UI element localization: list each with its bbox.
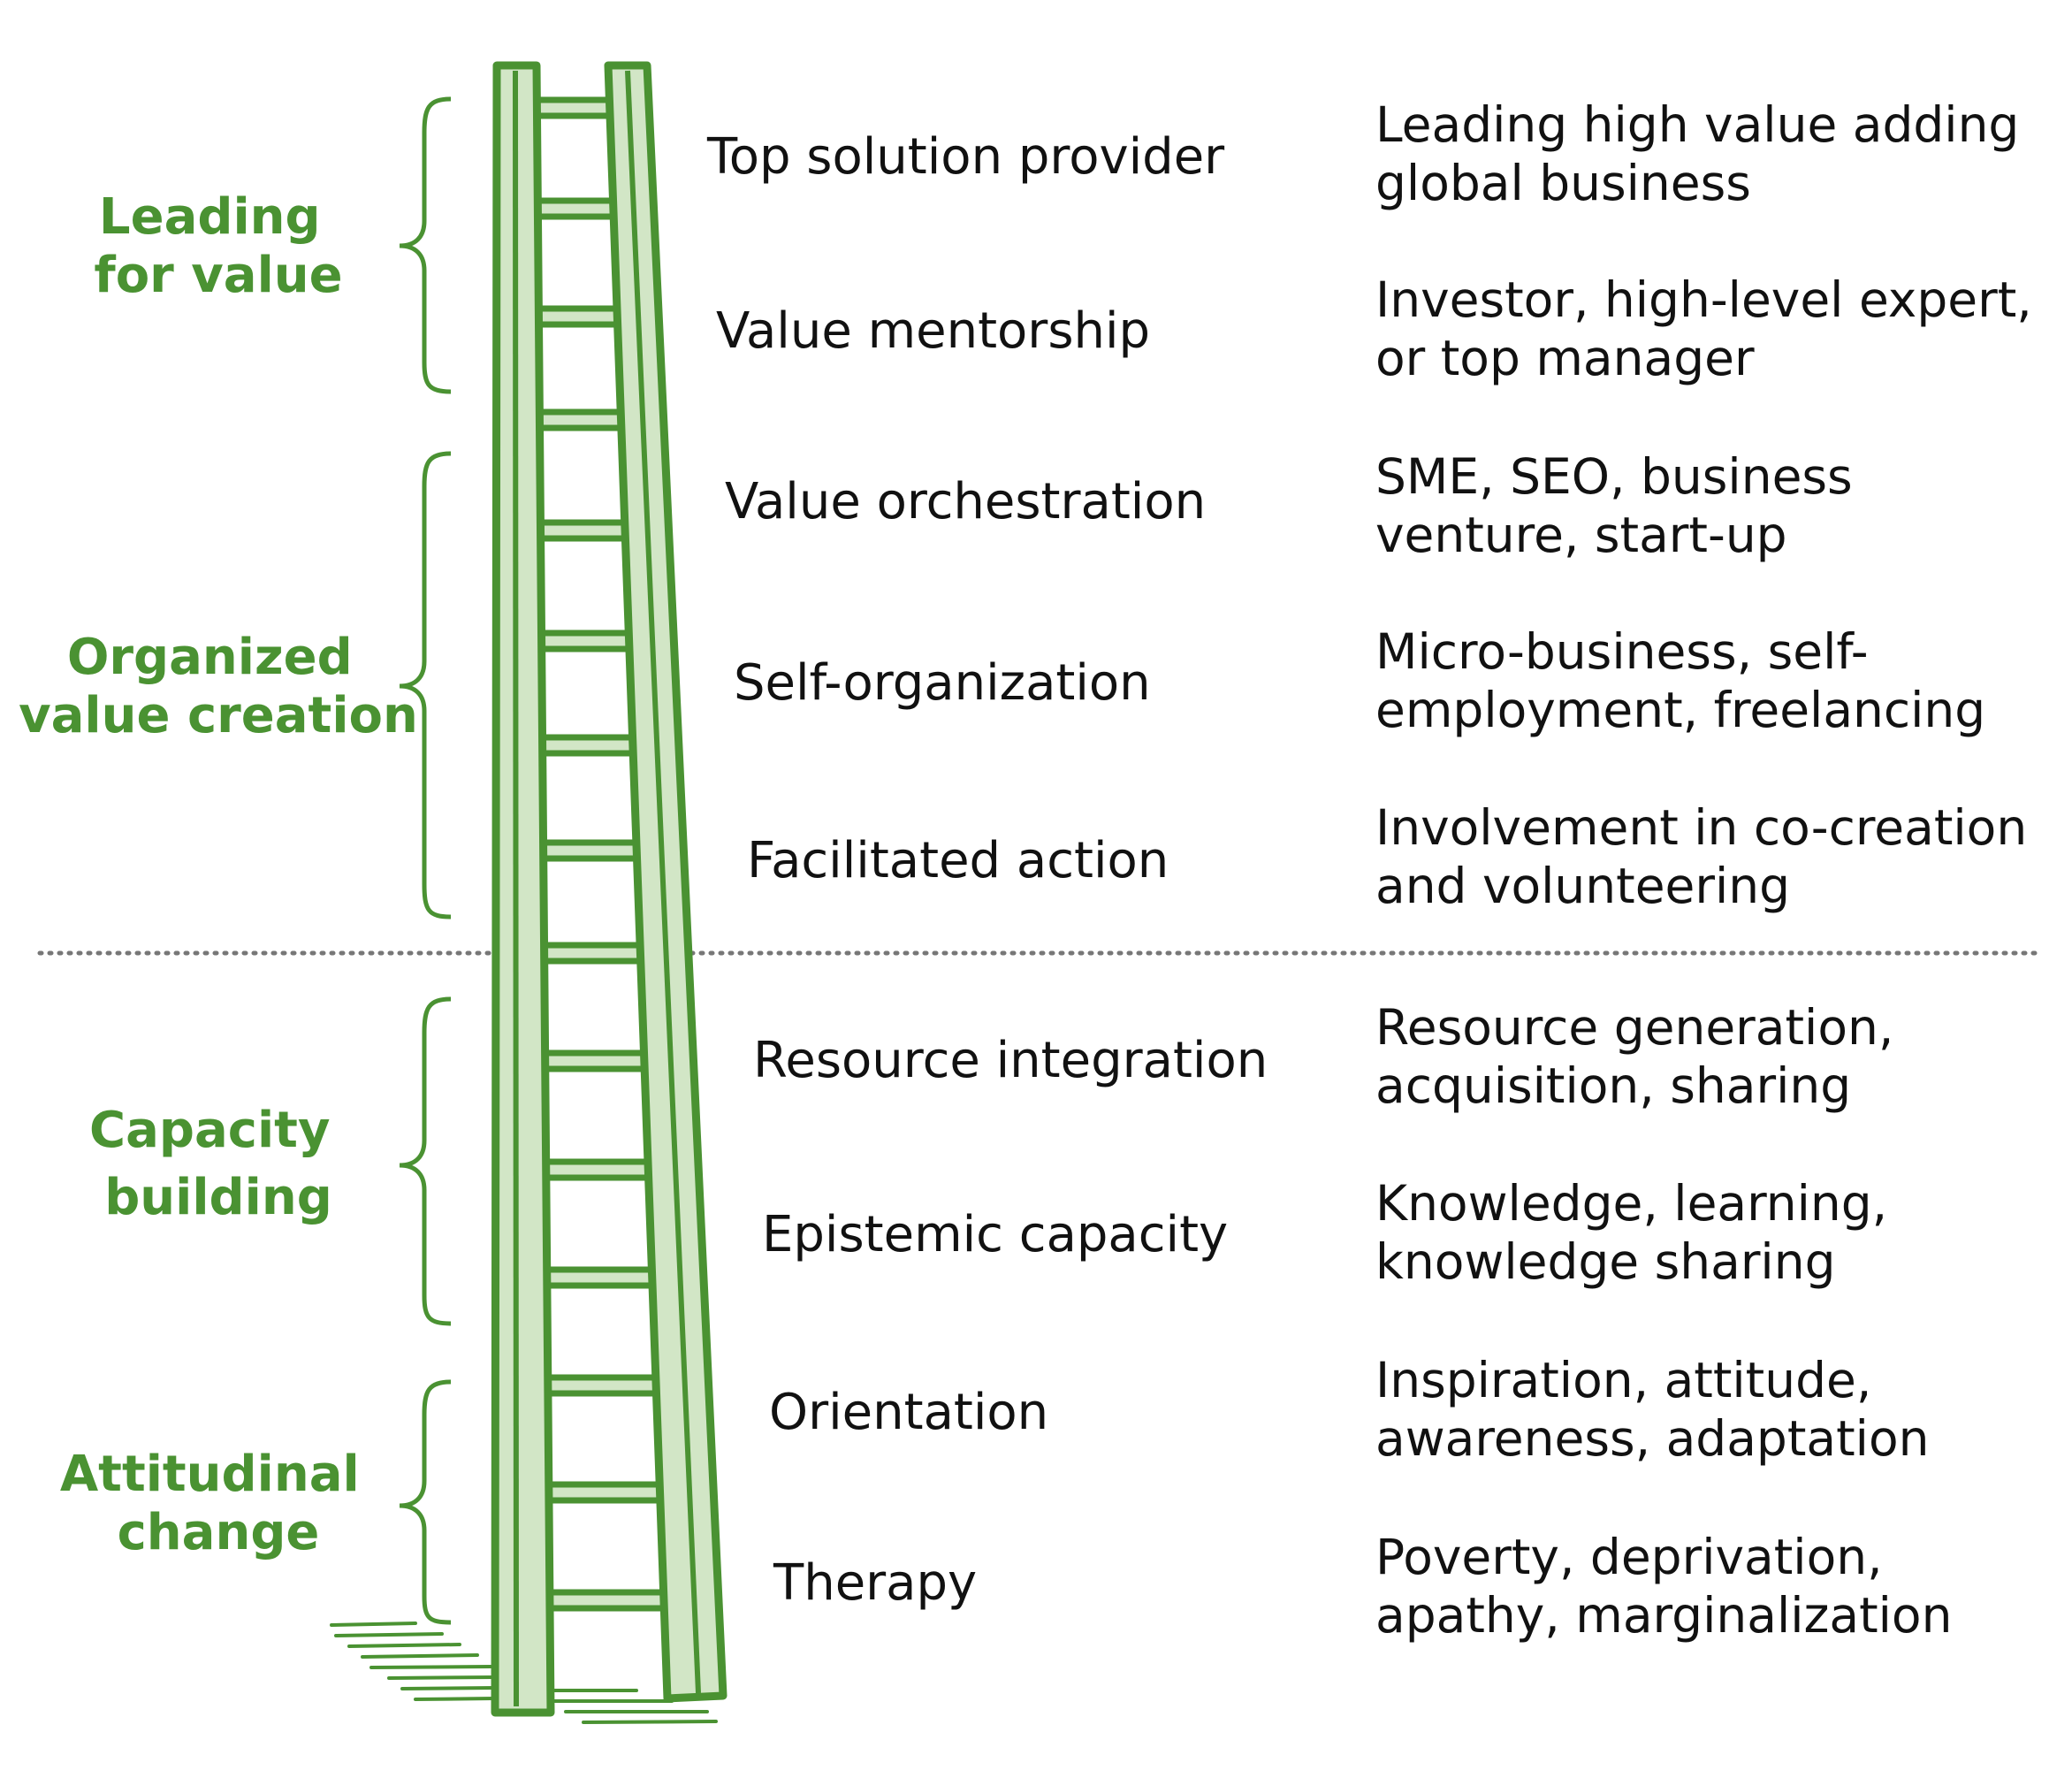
- svg-text:Knowledge, learning, knowl: Knowledge, learning, knowledge sharing: [1375, 1175, 1903, 1290]
- ladder-left-rail-edge: [513, 70, 519, 1707]
- brace-attitudinal-change: [399, 1379, 452, 1625]
- svg-text:Involvement in co-creation: Involvement in co-creation and volunteer…: [1375, 799, 2043, 914]
- svg-text:Leading high value adding: Leading high value adding global busines…: [1375, 96, 2035, 211]
- description-therapy-line-1: Poverty, deprivation,: [1375, 1529, 1883, 1585]
- description-facilitated-action-line-2: and volunteering: [1375, 858, 1790, 914]
- svg-text:Resource generation, acqui: Resource generation, acquisition, sharin…: [1375, 999, 1909, 1114]
- svg-text:Organized value creation: Organized value creation: [19, 629, 418, 744]
- description-epistemic-capacity-line-2: knowledge sharing: [1375, 1233, 1836, 1290]
- svg-text:Inspiration, attitude, awa: Inspiration, attitude, awareness, adapta…: [1375, 1352, 1929, 1467]
- description-value-orchestration-line-2: venture, start-up: [1375, 507, 1787, 563]
- svg-text:Micro-business, self- empl: Micro-business, self- employment, freela…: [1375, 623, 1985, 738]
- description-resource-integration-line-1: Resource generation,: [1375, 999, 1893, 1056]
- group-label-organized-line-2: value creation: [19, 687, 418, 744]
- step-label-orientation: Orientation: [769, 1384, 1048, 1441]
- step-label-top-solution-provider: Top solution provider: [706, 128, 1225, 186]
- brace-leading-for-value: [399, 96, 452, 394]
- description-value-mentorship-line-2: or top manager: [1375, 330, 1755, 386]
- step-label-epistemic-capacity: Epistemic capacity: [762, 1206, 1228, 1263]
- step-label-facilitated-action: Facilitated action: [747, 832, 1169, 889]
- group-label-leading-line-1: Leading: [99, 188, 321, 246]
- group-label-organized-line-1: Organized: [67, 629, 353, 686]
- ladder-left-rail: [491, 61, 555, 1717]
- brace-capacity-building: [399, 996, 452, 1326]
- description-orientation-line-2: awareness, adaptation: [1375, 1410, 1929, 1467]
- description-epistemic-capacity-line-1: Knowledge, learning,: [1375, 1175, 1887, 1232]
- group-label-capacity-line-1: Capacity: [89, 1102, 330, 1159]
- svg-text:Attitudinal change: Attitudinal change: [60, 1446, 377, 1561]
- group-label-leading-line-2: for value: [94, 247, 342, 304]
- ladder-right-rail-edge: [625, 70, 701, 1694]
- brace-organized-value-creation: [399, 451, 452, 920]
- svg-text:Investor, high-level expert,: Investor, high-level expert, or top mana…: [1375, 271, 2047, 386]
- svg-text:Capacity building: Capacity building: [89, 1102, 347, 1226]
- group-label-capacity-line-2: building: [104, 1169, 332, 1226]
- description-value-orchestration-line-1: SME, SEO, business: [1375, 448, 1853, 505]
- description-orientation-line-1: Inspiration, attitude,: [1375, 1352, 1871, 1408]
- step-label-self-organization: Self-organization: [734, 654, 1151, 712]
- description-value-mentorship-line-1: Investor, high-level expert,: [1375, 271, 2032, 328]
- description-self-organization-line-2: employment, freelancing: [1375, 682, 1985, 738]
- description-resource-integration-line-2: acquisition, sharing: [1375, 1057, 1851, 1114]
- step-label-resource-integration: Resource integration: [753, 1032, 1268, 1089]
- group-label-attitudinal-line-2: change: [118, 1504, 320, 1561]
- ladder-illustration: [491, 61, 727, 1717]
- description-therapy-line-2: apathy, marginalization: [1375, 1587, 1952, 1644]
- ground-shadow: [330, 1622, 718, 1724]
- svg-text:Leading for value: Leading for value: [94, 188, 342, 304]
- svg-text:Poverty, deprivation, apat: Poverty, deprivation, apathy, marginaliz…: [1375, 1529, 1952, 1644]
- group-label-attitudinal-line-1: Attitudinal: [60, 1446, 360, 1503]
- step-label-value-mentorship: Value mentorship: [716, 302, 1150, 360]
- description-facilitated-action-line-1: Involvement in co-creation: [1375, 799, 2027, 856]
- description-self-organization-line-1: Micro-business, self-: [1375, 623, 1869, 680]
- step-label-therapy: Therapy: [773, 1554, 977, 1612]
- description-top-solution-provider-line-2: global business: [1375, 155, 1751, 211]
- svg-text:SME, SEO, business venture: SME, SEO, business venture, start-up: [1375, 448, 1868, 563]
- step-label-value-orchestration: Value orchestration: [725, 473, 1206, 530]
- description-top-solution-provider-line-1: Leading high value adding: [1375, 96, 2019, 153]
